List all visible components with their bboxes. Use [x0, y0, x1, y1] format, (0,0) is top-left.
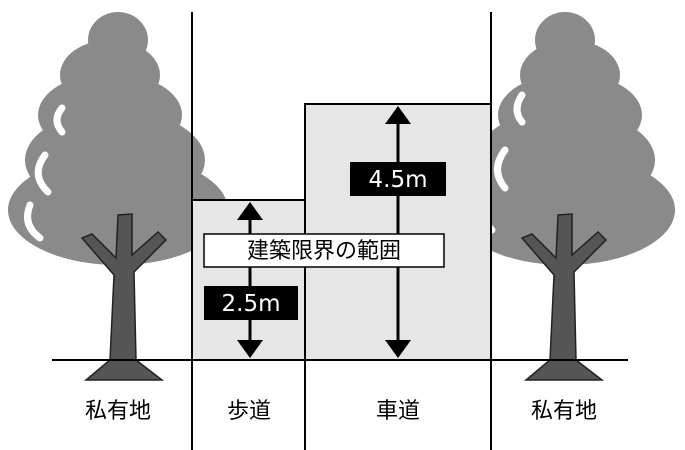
clearance-title-box: [203, 233, 445, 268]
roadway-height-label-box: [350, 162, 446, 196]
zone-label-roadway: 車道: [376, 399, 420, 424]
sidewalk-height-label-box: [204, 286, 298, 320]
zone-label-private-right: 私有地: [531, 399, 597, 424]
sidewalk-height-label: 2.5m: [222, 291, 281, 317]
zone-label-sidewalk: 歩道: [227, 399, 271, 424]
roadway-height-arrow: [385, 106, 411, 358]
clearance-title-text: 建築限界の範囲: [247, 239, 401, 264]
zone-label-private-left: 私有地: [85, 399, 151, 424]
roadway-height-label: 4.5m: [369, 167, 428, 193]
left-tree-icon: [8, 12, 228, 381]
